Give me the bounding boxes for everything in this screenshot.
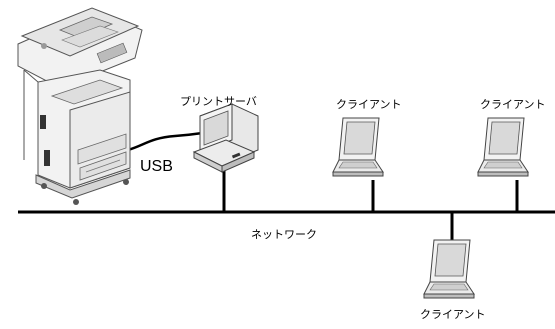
client-2-laptop-icon [477,117,529,177]
print-server-icon [192,103,259,173]
printer-icon [17,7,143,205]
client-3-label: クライアント [420,308,486,321]
print-server-label: プリントサーバ [180,95,257,108]
usb-cable [127,131,203,152]
network-label: ネットワーク [251,228,317,241]
client-1-laptop-icon [332,117,384,177]
client-3-laptop-icon [423,239,475,299]
client-2-label: クライアント [480,98,546,111]
client-1-label: クライアント [336,98,402,111]
usb-label: USB [140,158,173,175]
